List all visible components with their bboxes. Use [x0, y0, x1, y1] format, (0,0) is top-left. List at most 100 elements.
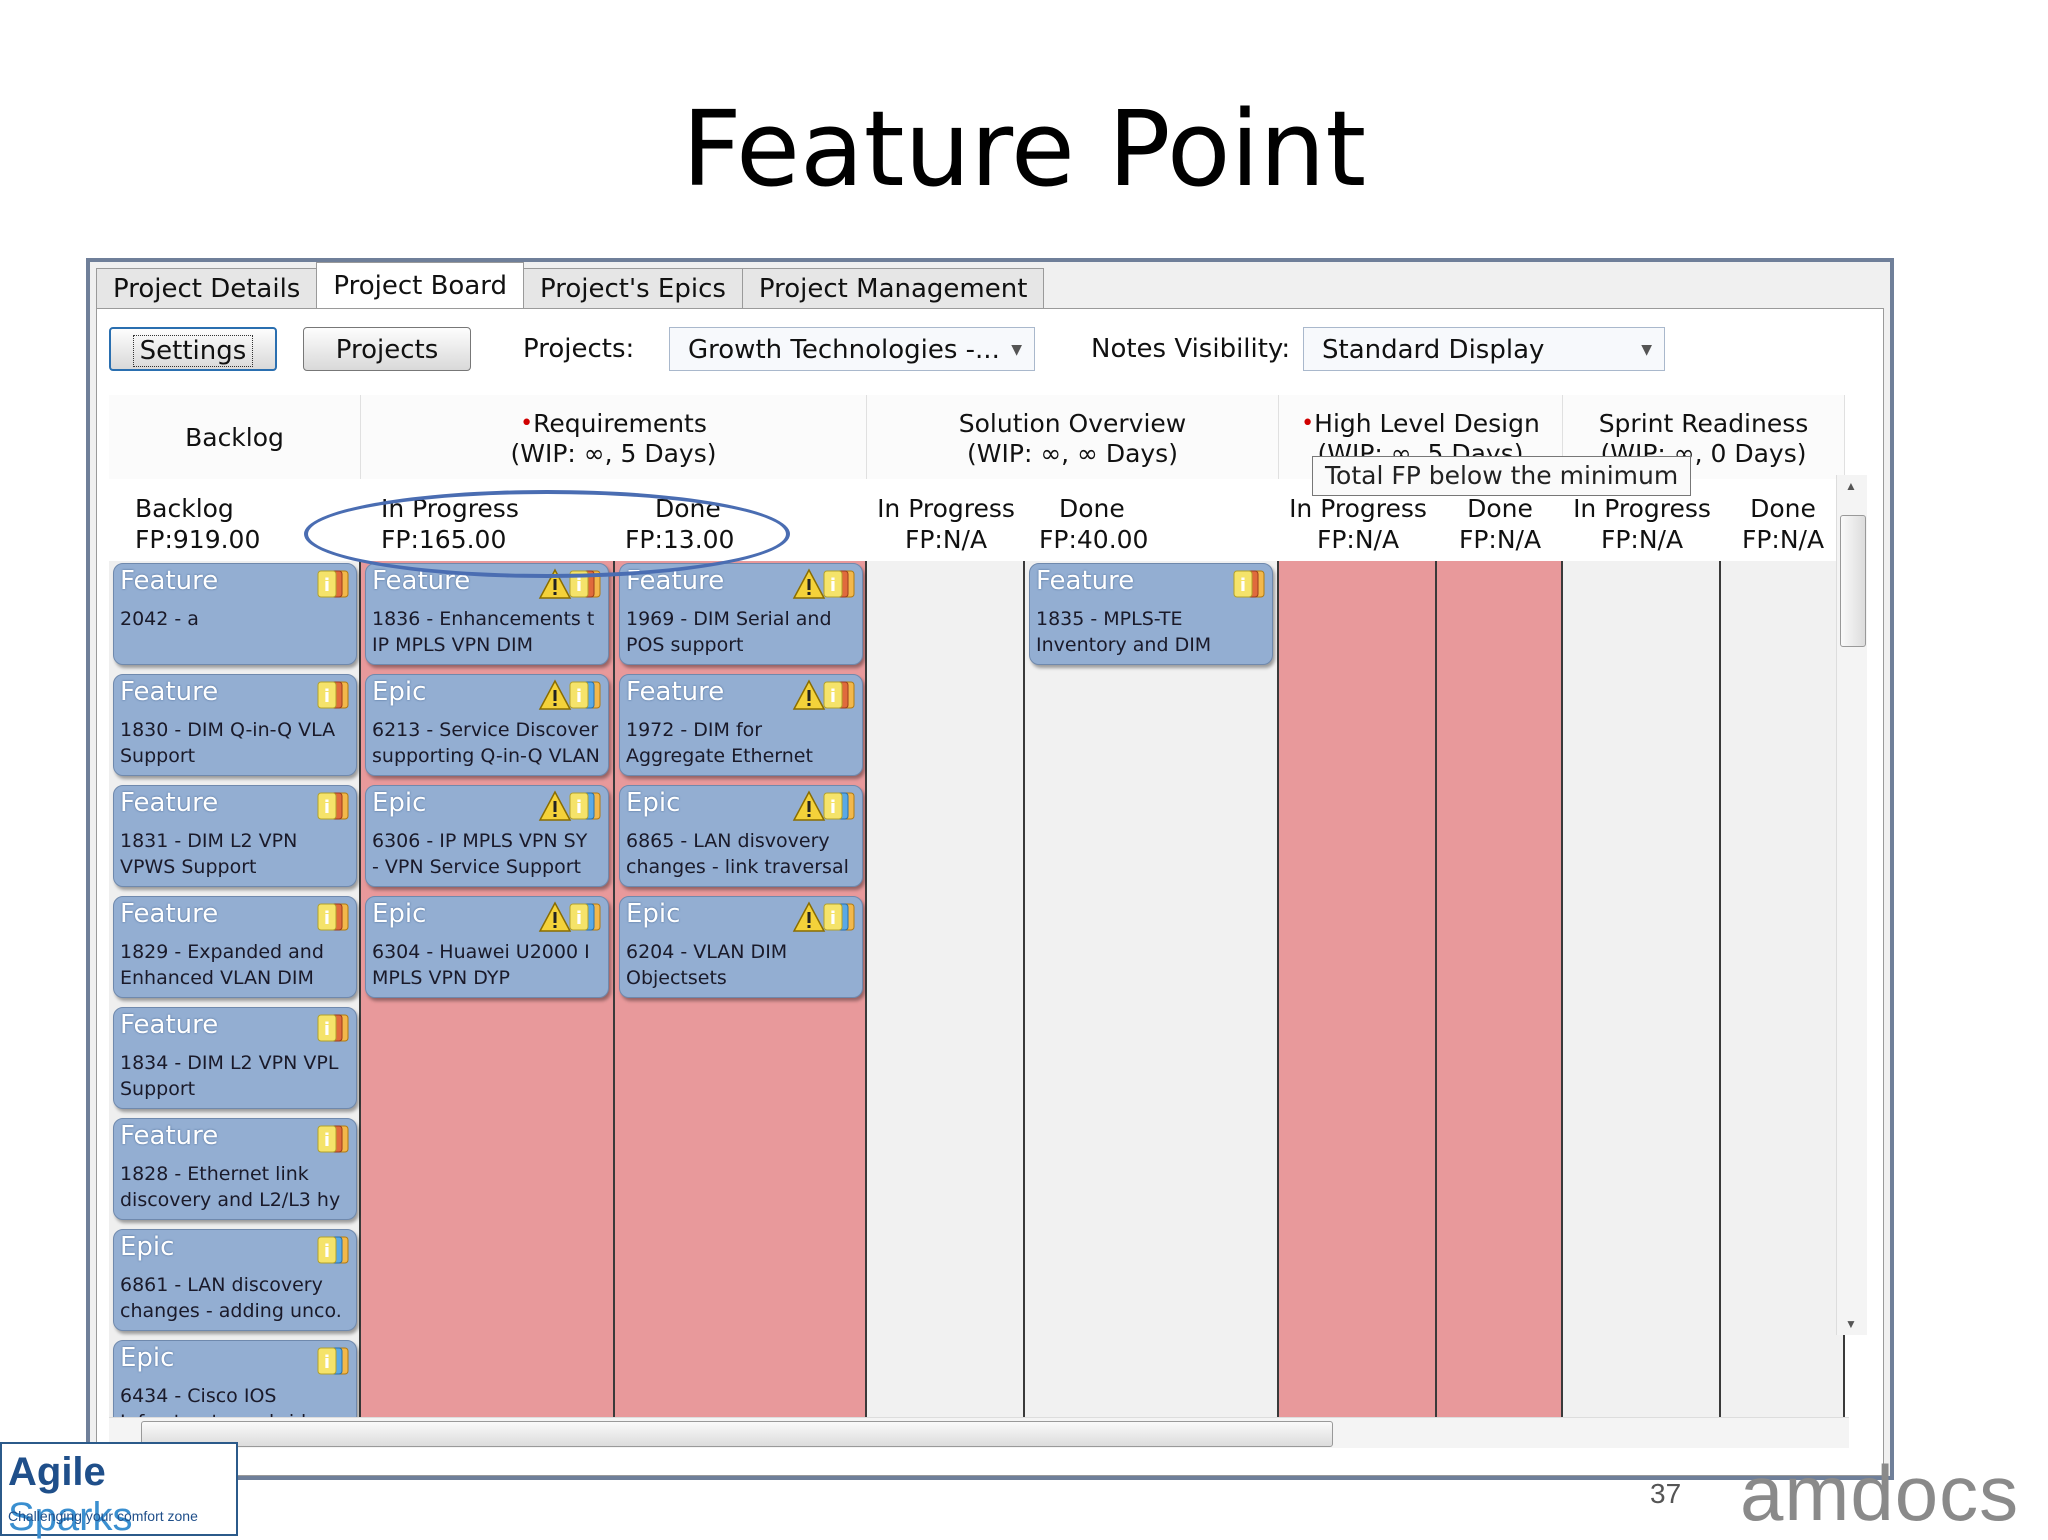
info-stack-icon[interactable]: i: [568, 901, 604, 933]
lane-hld-in-progress[interactable]: [1279, 561, 1437, 1441]
svg-text:i: i: [830, 686, 836, 707]
tab-project-management[interactable]: Project Management: [741, 268, 1045, 308]
projects-button[interactable]: Projects: [303, 327, 471, 371]
slide-title: Feature Point: [681, 88, 1367, 210]
tab-project-details[interactable]: Project Details: [96, 268, 318, 308]
info-stack-icon[interactable]: i: [316, 679, 352, 711]
info-stack-icon[interactable]: i: [568, 790, 604, 822]
warning-triangle-icon: [538, 790, 572, 822]
card-title: 1835 - MPLS-TE Inventory and DIM: [1036, 608, 1212, 656]
toolbar: Settings Projects Projects: Growth Techn…: [109, 327, 1869, 373]
vertical-scroll-thumb[interactable]: [1840, 515, 1866, 647]
scroll-up-icon[interactable]: ▲: [1845, 479, 1857, 493]
lane-sprint-in-progress[interactable]: [1563, 561, 1721, 1441]
project-window: Project Details Project Board Project's …: [86, 258, 1894, 1480]
projects-select-value: Growth Technologies -...: [688, 335, 1000, 365]
tab-projects-epics[interactable]: Project's Epics: [523, 268, 743, 308]
required-marker: •: [1301, 411, 1315, 436]
projects-select[interactable]: Growth Technologies -... ▼: [669, 327, 1035, 371]
card-title: 1834 - DIM L2 VPN VPL Support: [120, 1052, 339, 1100]
settings-button[interactable]: Settings: [109, 327, 277, 371]
card-title: 1969 - DIM Serial and POS support: [626, 608, 832, 656]
lane-sprint-done[interactable]: [1721, 561, 1845, 1441]
svg-text:i: i: [576, 686, 582, 707]
warning-triangle-icon: [792, 901, 826, 933]
warning-triangle-icon: [538, 679, 572, 711]
card-title: 6306 - IP MPLS VPN SY - VPN Service Supp…: [372, 830, 588, 878]
card-title: 1828 - Ethernet link discovery and L2/L3…: [120, 1163, 341, 1211]
horizontal-scroll-thumb[interactable]: [141, 1421, 1333, 1447]
info-stack-icon[interactable]: i: [822, 901, 858, 933]
vertical-scrollbar[interactable]: ▲ ▼: [1836, 475, 1867, 1335]
tab-project-board[interactable]: Project Board: [316, 262, 524, 308]
info-stack-icon[interactable]: i: [316, 1123, 352, 1155]
card-type: Epic: [120, 1232, 175, 1262]
info-stack-icon[interactable]: i: [822, 679, 858, 711]
svg-text:i: i: [324, 908, 330, 929]
scroll-down-icon[interactable]: ▼: [1845, 1317, 1857, 1331]
lane-sol-done[interactable]: Feature 1835 - MPLS-TE Inventory and DIM i: [1025, 561, 1279, 1441]
column-fp: FP:N/A: [1741, 525, 1825, 554]
info-stack-icon[interactable]: i: [316, 790, 352, 822]
chevron-down-icon: ▼: [1641, 342, 1652, 358]
card-type: Feature: [120, 788, 219, 818]
info-stack-icon[interactable]: i: [316, 901, 352, 933]
lane-hld-done[interactable]: [1437, 561, 1563, 1441]
info-stack-icon[interactable]: i: [316, 1012, 352, 1044]
card-type: Feature: [120, 566, 219, 596]
card-type: Feature: [626, 677, 725, 707]
work-item-card[interactable]: Feature 1835 - MPLS-TE Inventory and DIM i: [1029, 563, 1273, 665]
page-number: 37: [1650, 1478, 1682, 1509]
warning-triangle-icon: [792, 568, 826, 600]
column-name: Done: [1750, 494, 1816, 523]
info-stack-icon[interactable]: i: [316, 1234, 352, 1266]
lane-req-done[interactable]: Feature 1969 - DIM Serial and POS support…: [615, 561, 867, 1441]
info-stack-icon[interactable]: i: [822, 568, 858, 600]
column-header-sprint-done: Done FP:N/A: [1721, 479, 1845, 561]
column-fp: FP:N/A: [1600, 525, 1684, 554]
agile-sparks-logo: Agile Sparks Challenging your comfort zo…: [0, 1442, 238, 1539]
card-type: Feature: [1036, 566, 1135, 596]
info-stack-icon[interactable]: i: [822, 790, 858, 822]
svg-text:i: i: [830, 575, 836, 596]
tooltip: Total FP below the minimum: [1312, 456, 1692, 496]
column-name: In Progress: [1289, 494, 1427, 523]
card-type: Epic: [626, 788, 681, 818]
settings-button-label: Settings: [132, 335, 254, 367]
column-name: In Progress: [877, 494, 1015, 523]
info-stack-icon[interactable]: i: [1232, 568, 1268, 600]
info-stack-icon[interactable]: i: [316, 1345, 352, 1377]
column-header-sol-done: Done FP:40.00: [1025, 479, 1279, 561]
warning-triangle-icon: [538, 901, 572, 933]
info-stack-icon[interactable]: i: [568, 679, 604, 711]
warning-triangle-icon: [792, 790, 826, 822]
logo-text: Agile Sparks: [8, 1450, 236, 1540]
kanban-board: Backlog •Requirements (WIP: ∞, 5 Days) S…: [109, 395, 1845, 1451]
notes-visibility-select[interactable]: Standard Display ▼: [1303, 327, 1665, 371]
lane-sol-in-progress[interactable]: [867, 561, 1025, 1441]
group-title: High Level Design: [1314, 409, 1540, 438]
svg-text:i: i: [324, 686, 330, 707]
column-name: Done: [1467, 494, 1533, 523]
horizontal-scrollbar[interactable]: [109, 1417, 1849, 1448]
info-stack-icon[interactable]: i: [568, 568, 604, 600]
info-stack-icon[interactable]: i: [316, 568, 352, 600]
svg-text:i: i: [324, 1019, 330, 1040]
